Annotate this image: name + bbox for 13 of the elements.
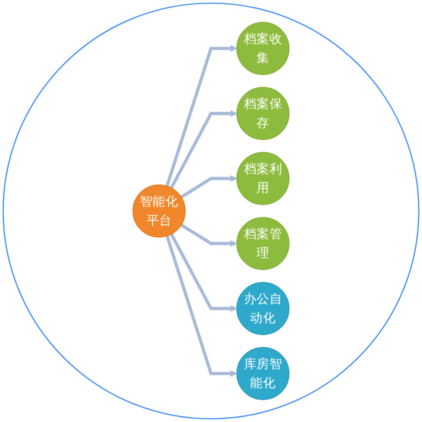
arrow — [170, 233, 238, 312]
arrow — [180, 224, 238, 247]
node-circle: 档案收集 — [236, 22, 290, 76]
node-circle: 库房智能化 — [236, 346, 290, 400]
node-circle: 档案保存 — [236, 86, 290, 140]
node-circle: 档案管理 — [236, 216, 290, 270]
arrow — [166, 235, 238, 378]
arrow — [170, 110, 238, 189]
arrow — [180, 175, 238, 198]
node-circle: 办公自动化 — [236, 282, 290, 336]
arrow — [166, 44, 238, 187]
node-circle: 智能化平台 — [132, 184, 186, 238]
node-circle: 档案利用 — [236, 152, 290, 206]
